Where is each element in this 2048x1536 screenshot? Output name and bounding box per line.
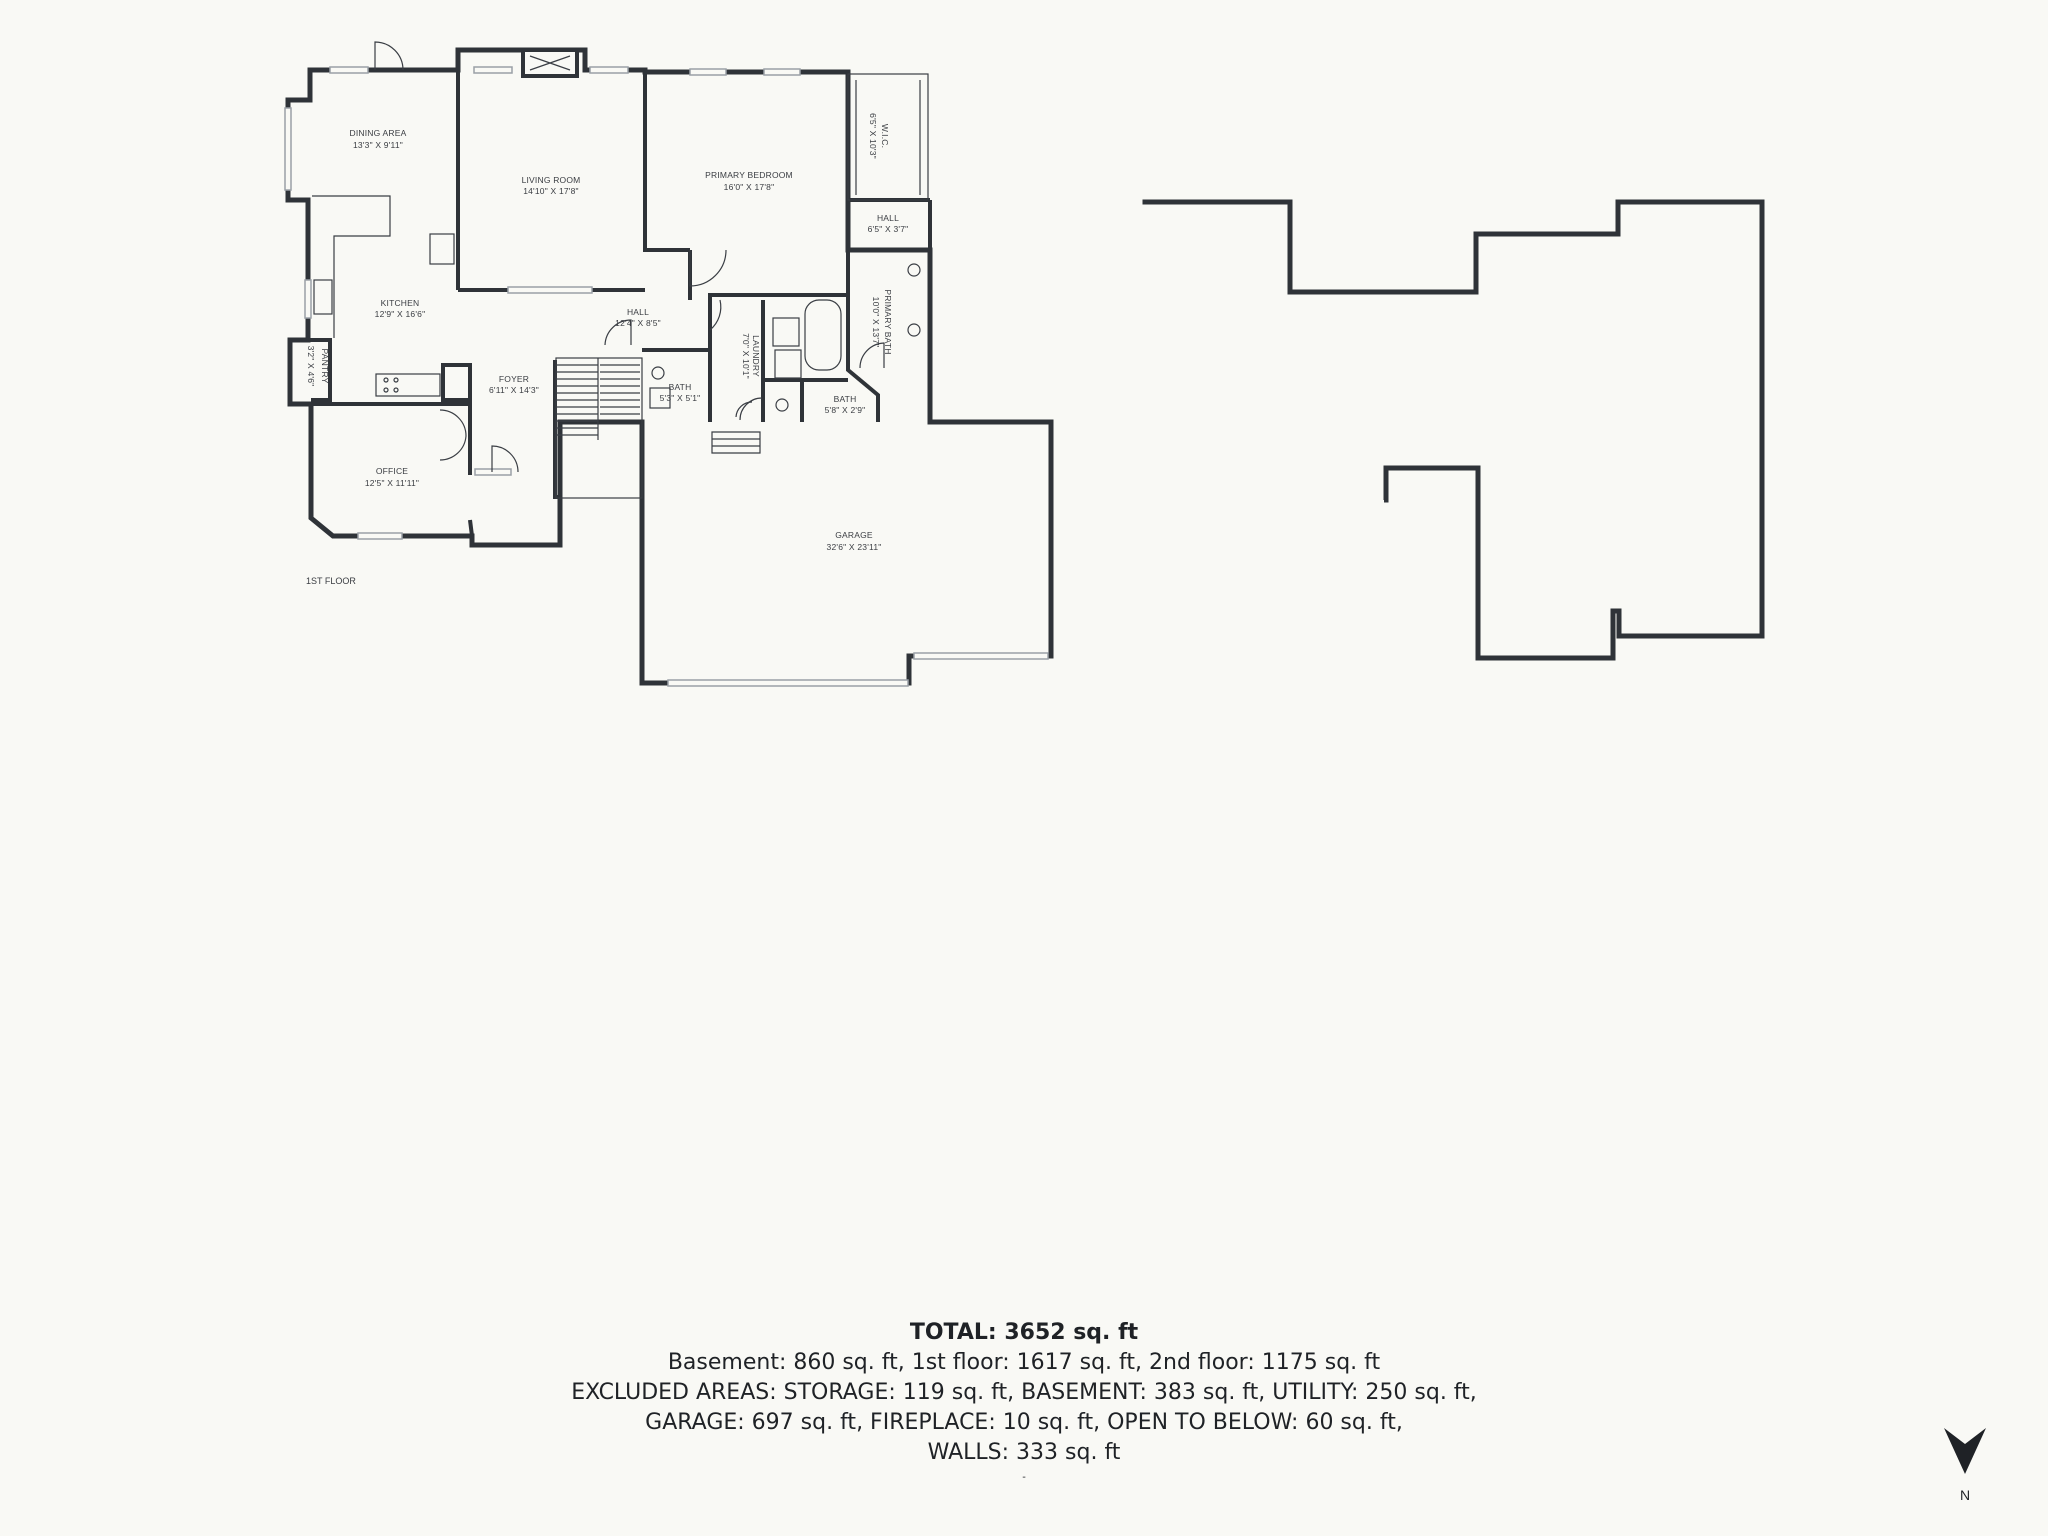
summary-line-2: EXCLUDED AREAS: STORAGE: 119 sq. ft, BAS… [571, 1380, 1477, 1405]
room-primary-bedroom-name: PRIMARY BEDROOM [705, 170, 793, 180]
summary-mark: - [1022, 1472, 1026, 1483]
second-floor [1142, 199, 1765, 661]
second-floor-outline [1142, 199, 1765, 661]
summary-total: TOTAL: 3652 sq. ft [909, 1320, 1139, 1345]
compass-label: N [1960, 1487, 1970, 1503]
room-office-name: OFFICE [376, 466, 408, 476]
first-floor: 1ST FLOOR DINING AREA 13'3" X 9'11" LIVI… [284, 41, 1054, 687]
room-hall-dims: 12'4" X 8'5" [615, 318, 661, 328]
room-garage-dims: 32'6" X 23'11" [827, 542, 882, 552]
room-primary-bedroom-dims: 16'0" X 17'8" [724, 182, 775, 192]
room-foyer-name: FOYER [499, 374, 529, 384]
room-hall-name: HALL [627, 307, 649, 317]
room-bath2-dims: 5'8" X 2'9" [825, 405, 866, 415]
room-wic-dims: 6'5" X 10'3" [868, 113, 878, 159]
summary-line-4: WALLS: 333 sq. ft [927, 1440, 1121, 1465]
room-bath1-dims: 5'3" X 5'1" [660, 393, 701, 403]
room-bath1-name: BATH [669, 382, 692, 392]
summary-line-3: GARAGE: 697 sq. ft, FIREPLACE: 10 sq. ft… [645, 1410, 1403, 1435]
first-floor-stairs [555, 357, 761, 499]
room-foyer-dims: 6'11" X 14'3" [489, 385, 539, 395]
floor-label-first: 1ST FLOOR [306, 576, 356, 586]
room-hall-small-name: HALL [877, 213, 899, 223]
room-laundry-name: LAUNDRY [751, 335, 761, 377]
summary-line-1: Basement: 860 sq. ft, 1st floor: 1617 sq… [667, 1350, 1381, 1375]
room-wic-name: W.I.C. [880, 124, 890, 148]
room-kitchen-dims: 12'9" X 16'6" [375, 309, 426, 319]
room-primary-bath-dims: 10'0" X 13'7" [871, 297, 881, 348]
room-living-name: LIVING ROOM [522, 175, 581, 185]
room-bath2-name: BATH [834, 394, 857, 404]
room-laundry-dims: 7'0" X 10'1" [741, 333, 751, 379]
room-hall-small-dims: 6'5" X 3'7" [868, 224, 909, 234]
room-pantry-name: PANTRY [320, 349, 330, 384]
room-dining-dims: 13'3" X 9'11" [353, 140, 403, 150]
room-pantry-dims: 3'2" X 4'6" [306, 346, 316, 387]
area-summary: TOTAL: 3652 sq. ft Basement: 860 sq. ft,… [0, 1318, 2048, 1488]
north-arrow-icon: N [1944, 1428, 1986, 1503]
room-kitchen-name: KITCHEN [381, 298, 420, 308]
room-office-dims: 12'5" X 11'11" [365, 478, 419, 488]
room-primary-bath-name: PRIMARY BATH [883, 289, 893, 354]
room-garage-name: GARAGE [835, 530, 873, 540]
room-dining-name: DINING AREA [350, 128, 407, 138]
room-living-dims: 14'10" X 17'8" [523, 186, 579, 196]
